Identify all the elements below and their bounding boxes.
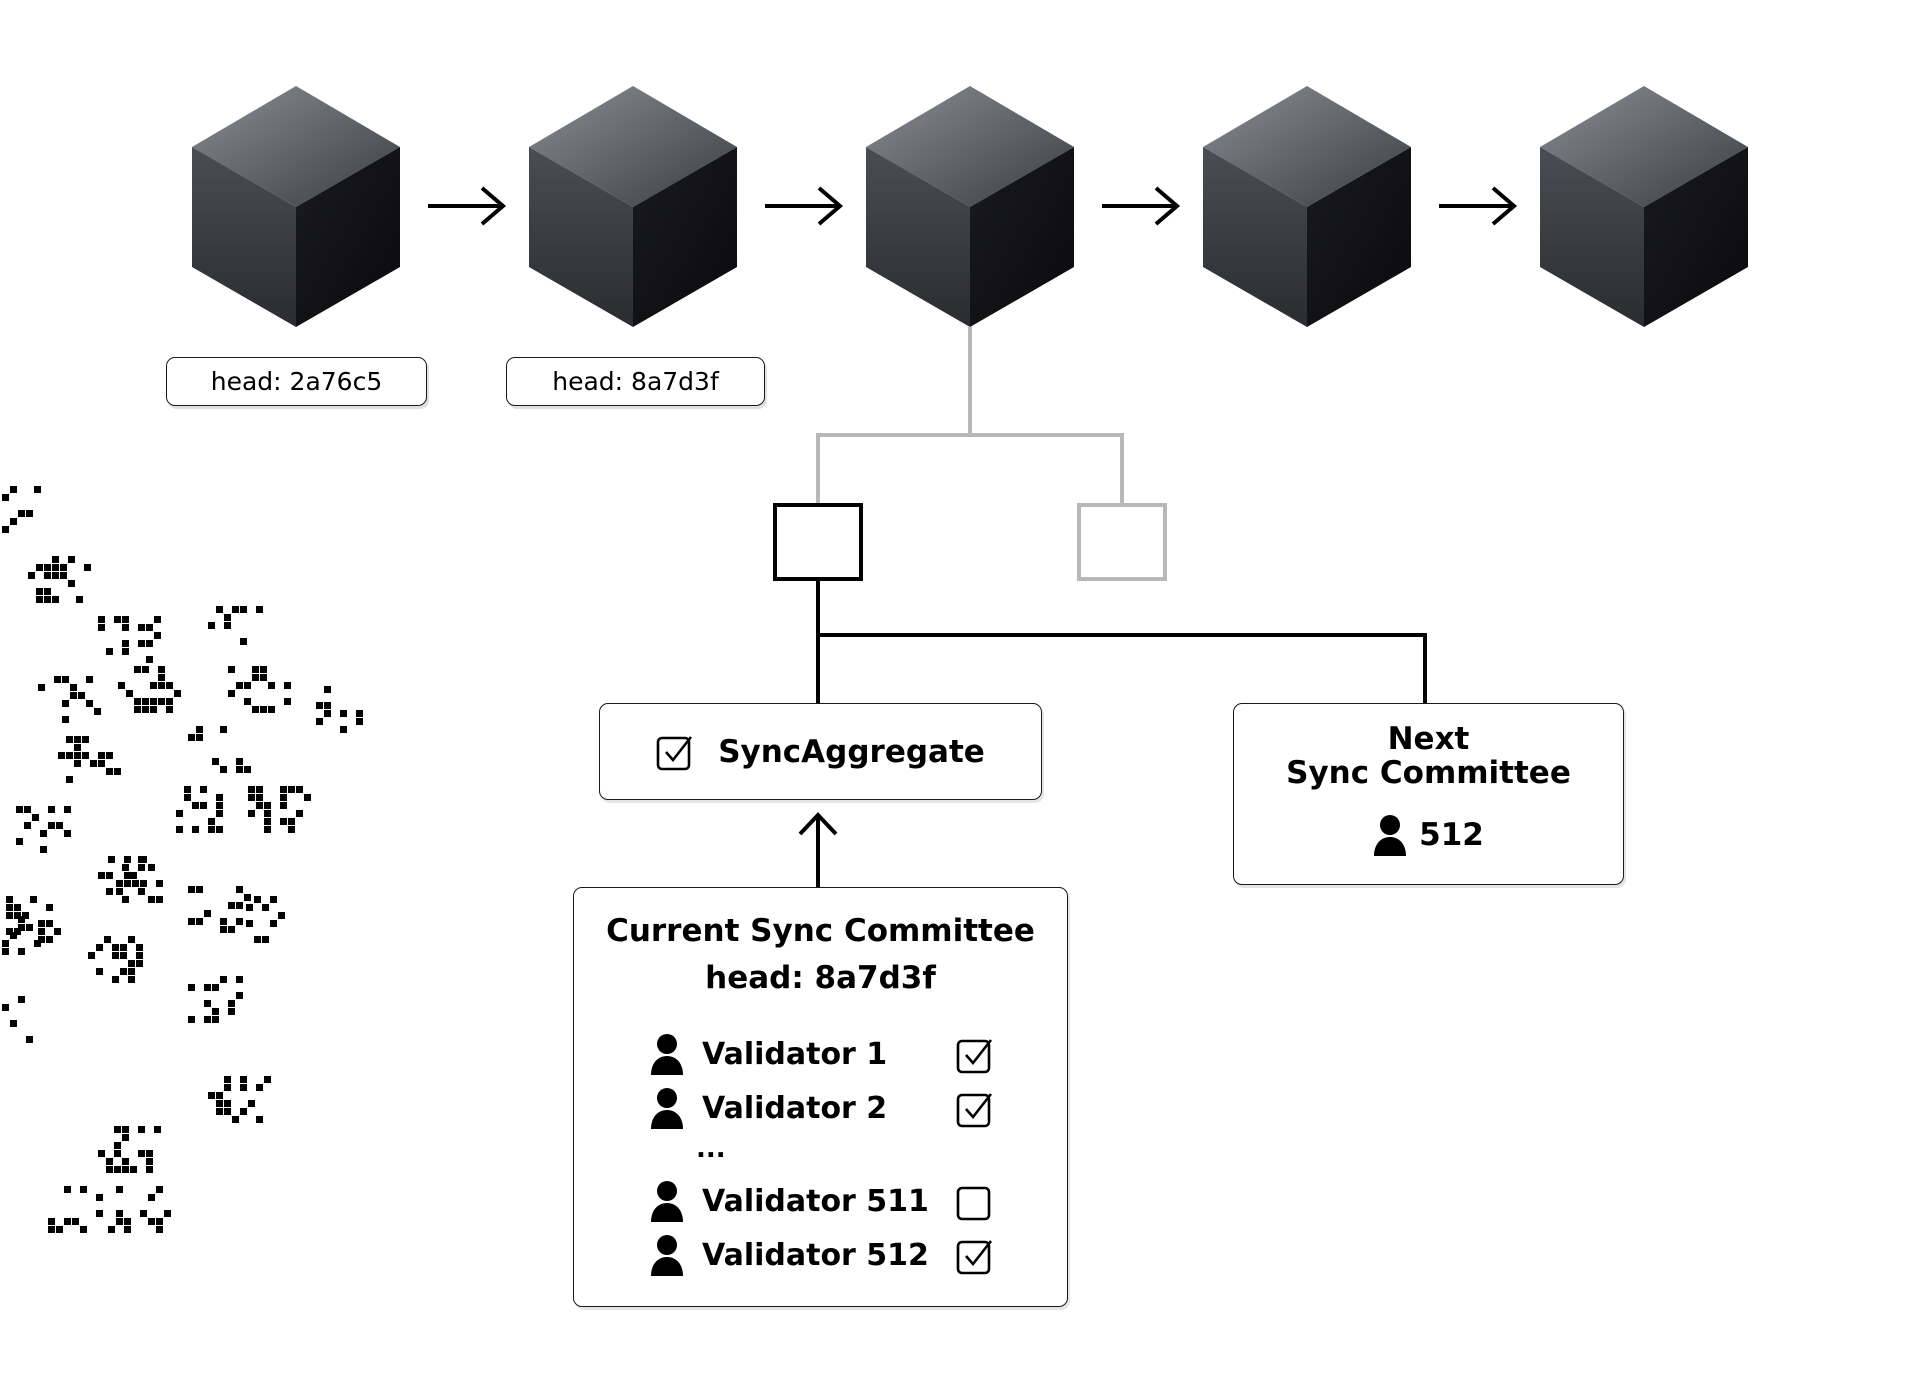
chain-arrow-2 [765, 186, 844, 226]
person-icon [651, 1034, 683, 1075]
head-label-text: head: 2a76c5 [210, 367, 383, 396]
state-branch-connector [816, 327, 1124, 505]
block-cube-4 [1203, 86, 1411, 327]
block-cube-2 [529, 86, 737, 327]
next-committee-count: 512 [1419, 817, 1484, 853]
head-label-text: head: 8a7d3f [552, 367, 719, 396]
block-cube-1 [192, 86, 400, 327]
current-committee-title: Current Sync Committee [606, 913, 1035, 949]
chain-arrow-1 [428, 186, 507, 226]
chain-arrow-4 [1439, 186, 1518, 226]
next-committee-title-line1: Next [1387, 721, 1470, 757]
next-sync-committee-box: Next Sync Committee 512 [1233, 703, 1624, 885]
validator-ellipsis: ... [696, 1134, 726, 1164]
current-sync-committee-box: Current Sync Committee head: 8a7d3f Vali… [573, 887, 1068, 1307]
checkbox-checked-icon[interactable] [956, 1090, 994, 1128]
person-icon [651, 1235, 683, 1276]
checkbox-checked-icon[interactable] [956, 1036, 994, 1074]
sync-aggregate-label: SyncAggregate [718, 733, 985, 770]
validator-name: Validator 1 [702, 1036, 888, 1072]
validator-name: Validator 2 [702, 1090, 888, 1126]
validator-row: Validator 2 [650, 1086, 887, 1130]
state-node-active [773, 503, 863, 581]
validator-name: Validator 512 [702, 1237, 929, 1273]
block-head-label-1: head: 2a76c5 [166, 357, 427, 406]
active-branch-connector [816, 579, 1427, 703]
validator-row: Validator 511 [650, 1179, 929, 1223]
next-committee-title-line2: Sync Committee [1286, 755, 1571, 791]
sync-aggregate-box: SyncAggregate [599, 703, 1042, 800]
person-icon [651, 1088, 683, 1129]
block-head-label-2: head: 8a7d3f [506, 357, 765, 406]
block-cube-5 [1540, 86, 1748, 327]
person-icon [651, 1181, 683, 1222]
validator-name: Validator 511 [702, 1183, 929, 1219]
block-cube-3 [866, 86, 1074, 327]
decorative-pixel-pattern [2, 486, 363, 1233]
state-node-inactive [1077, 503, 1167, 581]
chain-arrow-3 [1102, 186, 1181, 226]
current-committee-head: head: 8a7d3f [705, 960, 936, 996]
validator-row: Validator 512 [650, 1233, 929, 1277]
validator-row: Validator 1 [650, 1032, 887, 1076]
checkbox-checked-icon [656, 735, 693, 770]
checkbox-empty-icon[interactable] [956, 1183, 994, 1221]
checkbox-checked-icon[interactable] [956, 1237, 994, 1275]
person-icon [1374, 815, 1407, 856]
committee-to-aggregate-arrow [798, 812, 838, 887]
